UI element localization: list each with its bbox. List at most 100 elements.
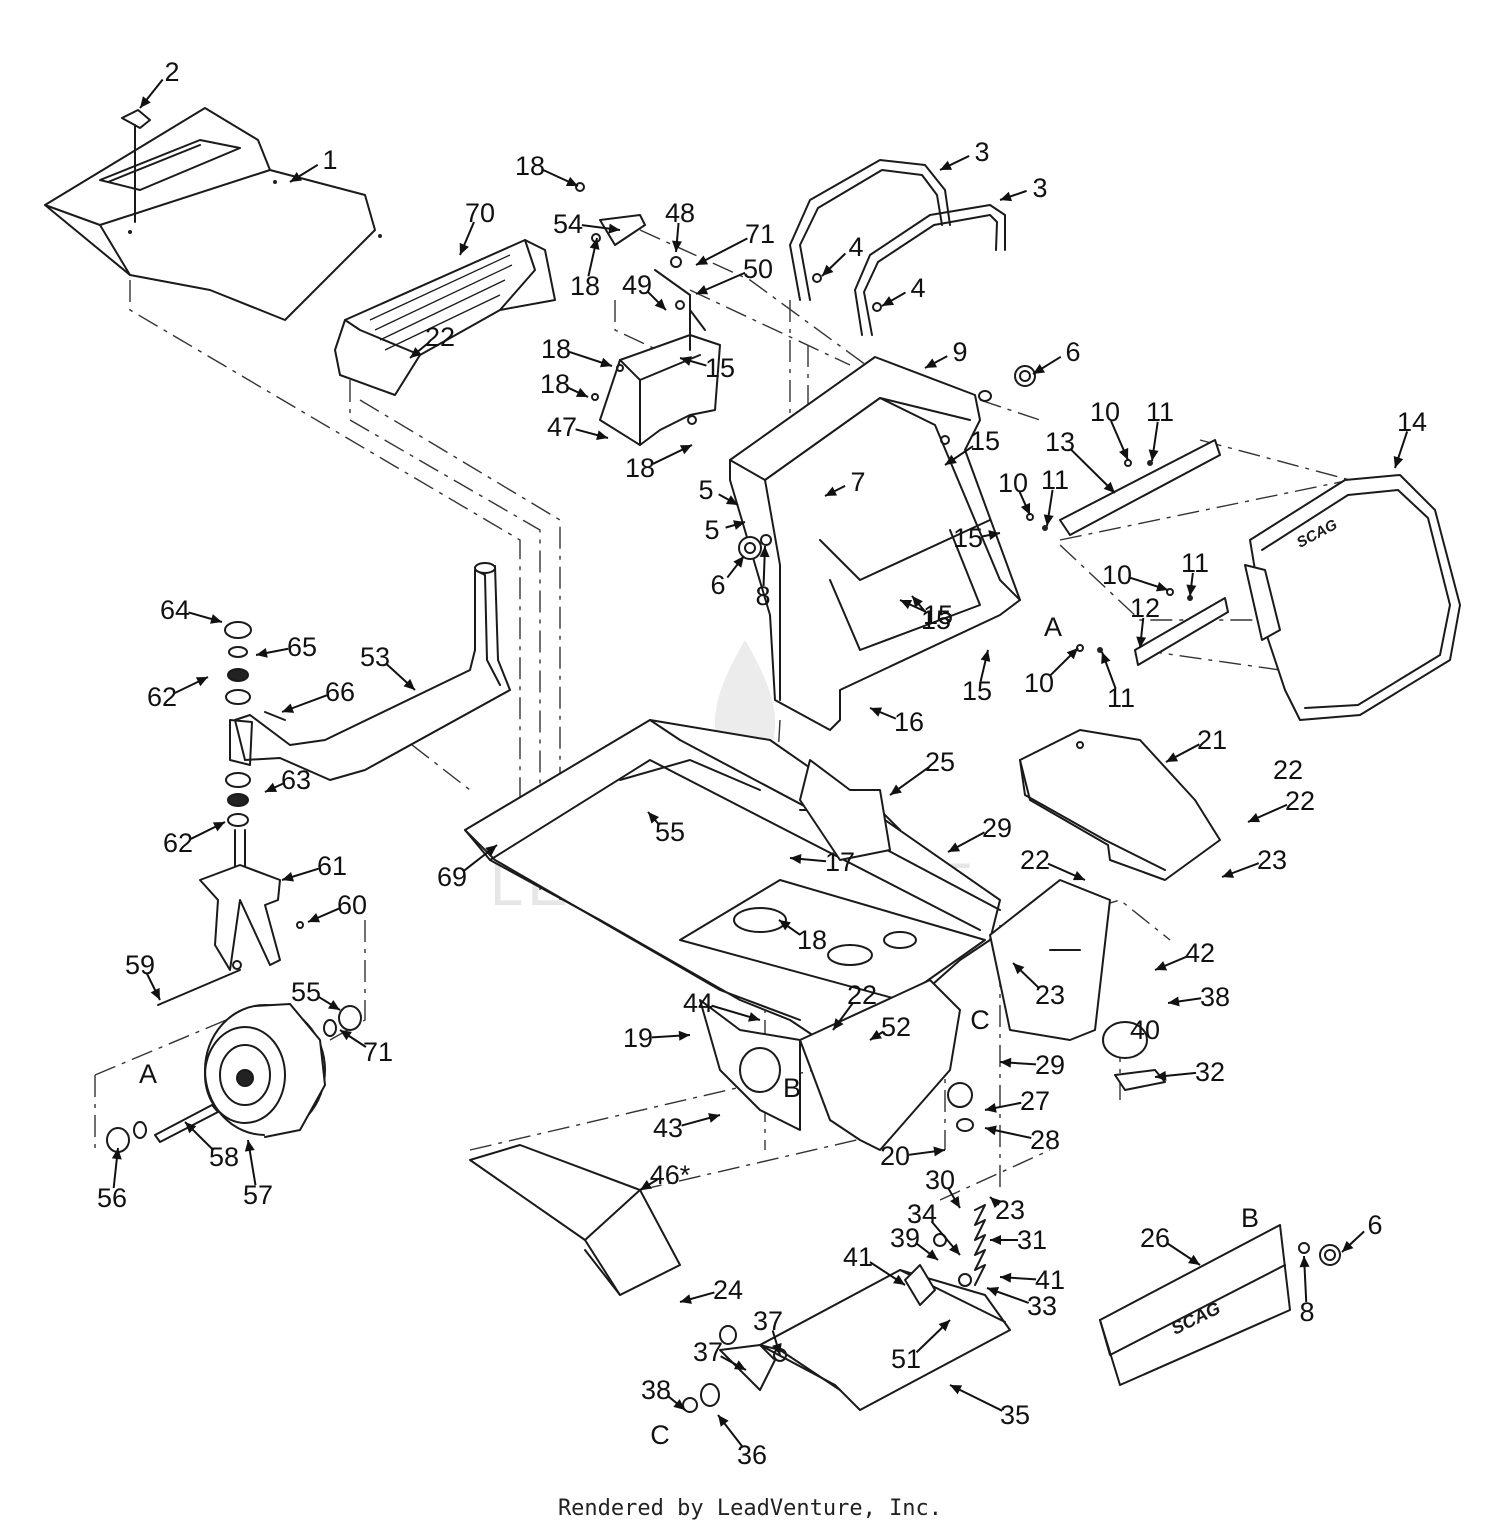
callout-arrowhead-45: [410, 347, 422, 358]
callout-label-10: 6: [1367, 1210, 1382, 1240]
linkage-parts-47-49: [654, 256, 706, 351]
callout-arrowhead-91: [308, 913, 321, 923]
callout-label-28: 15: [923, 600, 953, 630]
callout-arrowhead-5: [882, 296, 895, 306]
callout-label-40: 19: [623, 1023, 653, 1053]
callout-label-42: 21: [1197, 725, 1227, 755]
callout-label-6: 5: [698, 475, 713, 505]
callout-arrowhead-63: [950, 1385, 963, 1395]
callout-arrowhead-26: [945, 454, 957, 465]
callout-arrowhead-92: [282, 871, 294, 882]
callout-arrowhead-7: [733, 520, 745, 530]
callout-label-65: 37: [753, 1306, 783, 1336]
callout-arrowhead-25: [1393, 455, 1404, 468]
callout-label-66: 37: [693, 1337, 723, 1367]
callout-arrowhead-67: [1168, 996, 1180, 1007]
callout-label-38: 18: [625, 453, 655, 483]
callout-arrowhead-71: [1000, 1272, 1012, 1283]
callout-label-103: A: [139, 1059, 157, 1089]
callout-label-79: 49: [622, 270, 652, 300]
callout-arrowhead-22: [1101, 652, 1111, 665]
callout-label-47: 22: [847, 980, 877, 1010]
callout-arrowhead-69: [926, 1249, 938, 1260]
callout-arrowhead-47: [833, 1018, 844, 1030]
vented-cover-part-69: [334, 239, 556, 396]
callout-arrowhead-87: [111, 1148, 122, 1160]
callout-label-84: 54: [553, 209, 583, 239]
callout-label-95: 63: [281, 765, 311, 795]
callout-arrowhead-12: [759, 546, 770, 558]
callout-label-80: 50: [743, 254, 773, 284]
callout-arrowhead-88: [244, 1140, 255, 1152]
callout-label-107: C: [650, 1420, 670, 1450]
control-tower-part-9: [729, 356, 1021, 731]
callout-label-32: 16: [894, 707, 924, 737]
callout-arrowhead-82: [870, 1029, 882, 1040]
callout-arrowhead-1: [140, 96, 151, 108]
seat-cushion-part-14: SCAG: [1244, 474, 1461, 721]
callout-label-85: 55: [655, 817, 685, 847]
callout-label-53: 26: [1140, 1223, 1170, 1253]
callout-label-81: 51: [891, 1344, 921, 1374]
callout-label-60: 32: [1195, 1057, 1225, 1087]
caster-stack-parts-61-65: [224, 621, 286, 827]
callout-label-13: 8: [1299, 1297, 1314, 1327]
callout-arrowhead-98: [282, 703, 295, 713]
callout-arrowhead-78: [671, 240, 682, 252]
callout-label-43: 22: [1273, 755, 1303, 785]
callout-arrowhead-44: [1248, 812, 1261, 823]
callout-arrowhead-58: [950, 1195, 960, 1208]
callout-label-72: 41: [843, 1242, 873, 1272]
callout-label-45: 22: [425, 322, 455, 352]
callout-arrowhead-40: [678, 1030, 690, 1041]
callout-label-61: 33: [1027, 1291, 1057, 1321]
callout-label-101: 71: [745, 219, 775, 249]
callout-arrowhead-16: [1020, 502, 1031, 515]
callout-label-33: 17: [825, 847, 855, 877]
callout-arrowhead-85: [648, 812, 660, 824]
callout-label-67: 38: [1200, 982, 1230, 1012]
callout-arrowhead-62: [949, 1243, 960, 1255]
callout-group: 1233445566678891010101011111111121314151…: [97, 57, 1427, 1470]
callout-label-44: 22: [1285, 786, 1315, 816]
callout-label-56: 29: [982, 813, 1012, 843]
callout-arrowhead-8: [733, 556, 744, 568]
callout-label-73: 42: [1185, 938, 1215, 968]
callout-label-77: 47: [547, 412, 577, 442]
callout-arrowhead-31: [680, 356, 692, 366]
callout-arrowhead-51: [680, 1294, 692, 1304]
callout-arrowhead-76: [640, 1180, 653, 1190]
callout-arrowhead-49: [1222, 868, 1235, 878]
callout-label-105: B: [1241, 1203, 1259, 1233]
callout-arrowhead-38: [679, 445, 692, 455]
callout-arrowhead-84: [608, 223, 620, 234]
callout-arrowhead-24: [1103, 481, 1115, 493]
callout-arrowhead-23: [1136, 636, 1147, 648]
callout-label-4: 4: [848, 232, 863, 262]
callout-label-78: 48: [665, 198, 695, 228]
footer-credit: Rendered by LeadVenture, Inc.: [557, 1496, 943, 1521]
callout-label-57: 29: [1035, 1050, 1065, 1080]
callout-label-93: 62: [163, 828, 193, 858]
callout-arrowhead-15: [1119, 447, 1129, 460]
callout-arrowhead-3: [1000, 191, 1013, 202]
callout-arrowhead-36: [599, 357, 612, 368]
callout-arrowhead-74: [708, 1113, 720, 1123]
callout-label-108: C: [970, 1005, 990, 1035]
callout-arrowhead-64: [718, 1415, 729, 1427]
small-parts-cluster: [682, 1021, 1166, 1413]
callout-arrowhead-53: [1188, 1254, 1200, 1265]
knob-part-2: [121, 109, 151, 223]
caster-fork-part-60: [199, 829, 281, 971]
callout-label-71: 41: [1035, 1265, 1065, 1295]
callout-label-82: 52: [881, 1012, 911, 1042]
callout-label-29: 15: [921, 605, 951, 635]
callout-label-59: 31: [1017, 1225, 1047, 1255]
callout-label-20: 11: [1041, 465, 1069, 495]
callout-label-89: 58: [209, 1142, 239, 1172]
callout-arrowhead-27: [988, 530, 1000, 540]
bracket-part-53: [575, 182, 646, 246]
plate-part-25: SCAG: [1099, 1224, 1291, 1386]
callout-arrowhead-68: [673, 1399, 685, 1410]
